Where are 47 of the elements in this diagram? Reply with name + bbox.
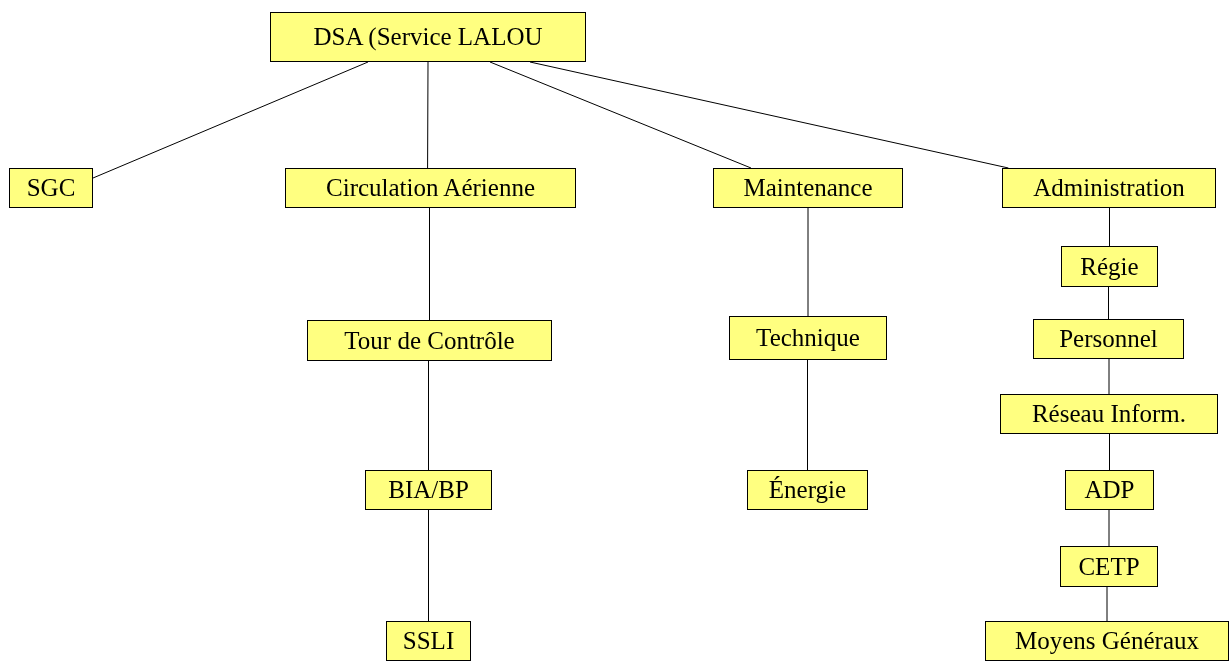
connector-line (429, 207, 430, 321)
org-unit-box (1060, 546, 1158, 587)
connector-line (427, 61, 429, 169)
org-unit-box (729, 316, 887, 360)
unit-name: ADP (1084, 476, 1135, 504)
unit-name: Énergie (768, 476, 847, 504)
connector-line (428, 360, 429, 471)
unit-name: Tour de Contrôle (344, 326, 515, 355)
connector-line (1106, 586, 1108, 622)
org-unit-box (365, 470, 492, 510)
connector-line (529, 61, 1009, 169)
org-unit-box (985, 621, 1229, 661)
connector-line (1108, 358, 1110, 395)
connector-line (489, 61, 752, 169)
org-unit-box (1000, 394, 1218, 434)
unit-name: Technique (756, 324, 860, 352)
unit-name: SGC (26, 174, 76, 202)
org-unit-box (1033, 319, 1184, 359)
connector-line (1108, 286, 1109, 320)
unit-name: Régie (1080, 252, 1139, 281)
unit-name: DSA (Service LALOU (313, 23, 543, 51)
unit-name: Administration (1033, 174, 1185, 202)
unit-name: Circulation Aérienne (326, 174, 535, 202)
unit-name: Maintenance (743, 174, 873, 202)
org-unit-box (1061, 246, 1158, 287)
org-unit-box (1065, 470, 1154, 510)
connector-line (807, 359, 808, 471)
connector-line (1109, 433, 1110, 471)
unit-name: Moyens Généraux (1015, 627, 1199, 655)
org-unit-box (9, 168, 93, 208)
connector-line (807, 207, 809, 317)
connector-line (92, 61, 369, 179)
org-unit-box (1002, 168, 1216, 208)
connector-line (1109, 207, 1110, 247)
org-unit-box (285, 168, 576, 208)
org-unit-box (747, 470, 868, 510)
unit-name: Réseau Inform. (1031, 400, 1187, 428)
unit-name: Personnel (1059, 325, 1158, 353)
org-unit-box (270, 12, 586, 62)
connector-line (1108, 509, 1110, 547)
unit-name: CETP (1078, 552, 1140, 581)
unit-name: BIA/BP (388, 476, 469, 504)
org-unit-box (386, 621, 471, 661)
org-unit-box (713, 168, 903, 208)
org-unit-box (307, 320, 552, 361)
unit-name: SSLI (402, 627, 455, 655)
connector-line (428, 509, 429, 622)
